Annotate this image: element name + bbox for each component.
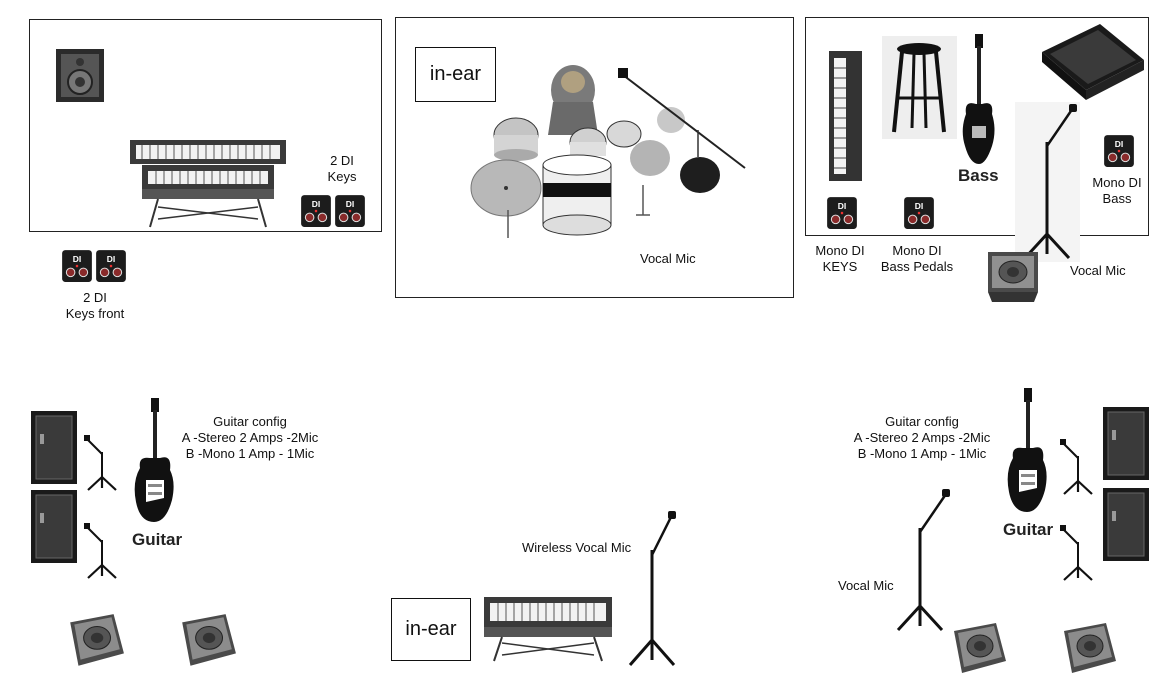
bass-di-label-line2: Bass: [1102, 191, 1132, 206]
guitar-amp-icon: [1102, 406, 1150, 481]
guitar-amp-icon: [30, 410, 78, 485]
guitar-left-config-a: A -Stereo 2 Amps -2Mic: [181, 430, 319, 445]
stool-icon: [882, 36, 957, 139]
floor-wedge-icon: [986, 248, 1040, 304]
di-box-icon: [61, 249, 93, 283]
keys-front-di-label: 2 DI Keys front: [40, 290, 150, 322]
di-box-icon: [826, 196, 858, 230]
keys-front-di-label-line1: 2 DI: [83, 290, 107, 305]
mic-stand-icon: [82, 432, 122, 492]
di-box-icon: [334, 194, 366, 228]
guitar-left-config-b: B -Mono 1 Amp - 1Mic: [185, 446, 315, 461]
guitar-amp-icon: [1102, 487, 1150, 562]
floor-wedge-icon: [948, 620, 1008, 678]
mic-stand-icon: [622, 510, 682, 670]
keys-mono-di-label-line1: Mono DI: [815, 243, 865, 258]
front-in-ear-badge: in-ear: [391, 598, 471, 661]
bass-di-label-line1: Mono DI: [1092, 175, 1142, 190]
floor-wedge-icon: [64, 612, 126, 670]
keys-di-label-line1: 2 DI: [330, 153, 354, 168]
keys-di-label: 2 DI Keys: [312, 153, 372, 185]
guitar-right-config-title: Guitar config: [885, 414, 959, 429]
guitar-right-config-a: A -Stereo 2 Amps -2Mic: [853, 430, 991, 445]
bass-pedals-di-label-line1: Mono DI: [892, 243, 942, 258]
drum-kit-icon: [468, 60, 748, 245]
di-box-icon: [1103, 134, 1135, 168]
bass-pedals-di-label: Mono DI Bass Pedals: [872, 243, 962, 275]
mic-stand-icon: [1058, 436, 1098, 496]
mic-stand-icon: [1058, 522, 1098, 582]
keys-mono-di-label-line2: KEYS: [822, 259, 858, 274]
mic-stand-icon: [1015, 102, 1080, 262]
keys-front-di-label-line2: Keys front: [65, 306, 125, 321]
di-box-icon: [95, 249, 127, 283]
keyboard-icon: [128, 135, 288, 230]
electric-guitar-icon: [1003, 388, 1053, 518]
mic-stand-icon: [82, 520, 122, 580]
floor-wedge-icon: [176, 612, 238, 670]
guitar-right-vocal-mic-label: Vocal Mic: [838, 578, 894, 593]
guitar-right-config: Guitar config A -Stereo 2 Amps -2Mic B -…: [837, 414, 1007, 462]
keyboard-icon: [828, 50, 863, 182]
drummer-in-ear-badge: in-ear: [415, 47, 496, 102]
keyboard-icon: [482, 595, 614, 663]
bass-di-label: Mono DI Bass: [1085, 175, 1149, 207]
guitar-right-label: Guitar: [1003, 520, 1054, 539]
drum-vocal-mic-label: Vocal Mic: [640, 251, 696, 266]
guitar-left-config: Guitar config A -Stereo 2 Amps -2Mic B -…: [165, 414, 335, 462]
keys-di-label-line2: Keys: [327, 169, 357, 184]
guitar-left-label: Guitar: [132, 530, 183, 549]
bass-vocal-mic-label: Vocal Mic: [1070, 263, 1126, 278]
floor-wedge-icon: [1058, 620, 1118, 678]
guitar-right-config-b: B -Mono 1 Amp - 1Mic: [857, 446, 987, 461]
speaker-cabinet-icon: [55, 48, 105, 103]
mic-stand-icon: [892, 488, 954, 634]
bass-amp-icon: [1038, 22, 1146, 102]
bass-label: Bass: [958, 166, 999, 185]
guitar-amp-icon: [30, 489, 78, 564]
wireless-vocal-mic-label: Wireless Vocal Mic: [522, 540, 632, 555]
guitar-left-config-title: Guitar config: [213, 414, 287, 429]
bass-guitar-icon: [960, 34, 998, 169]
bass-pedals-di-label-line2: Bass Pedals: [880, 259, 954, 274]
keys-mono-di-label: Mono DI KEYS: [808, 243, 872, 275]
di-box-icon: [903, 196, 935, 230]
di-box-icon: [300, 194, 332, 228]
